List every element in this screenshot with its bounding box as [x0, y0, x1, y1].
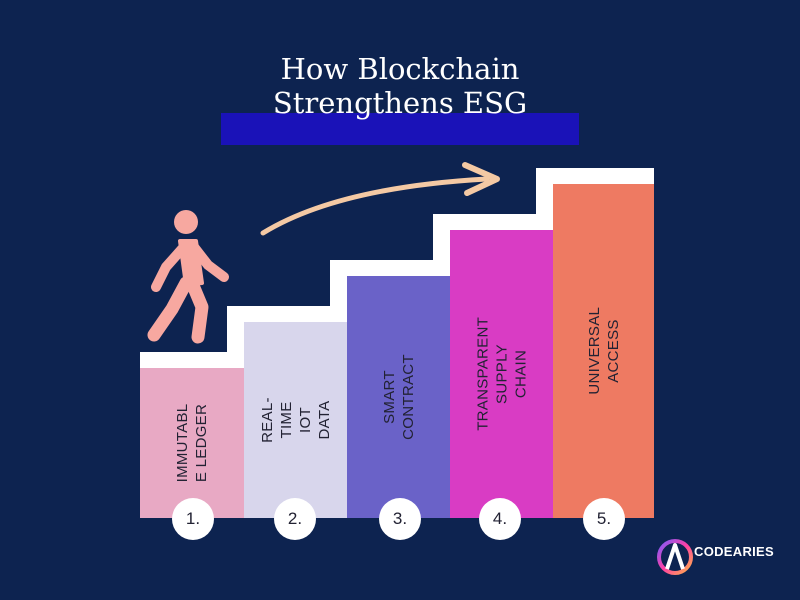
- step-4-number: 4.: [479, 498, 521, 540]
- step-1-number: 1.: [172, 498, 214, 540]
- step-3-number: 3.: [379, 498, 421, 540]
- step-4-cap-riser: [433, 214, 450, 276]
- step-5-cap: [536, 168, 654, 184]
- step-3-cap: [330, 260, 450, 276]
- step-2-number: 2.: [274, 498, 316, 540]
- brand-name: CODEARIES: [694, 544, 774, 559]
- title-line-2: Strengthens ESG: [272, 86, 528, 120]
- step-5: UNIVERSAL ACCESS: [553, 184, 654, 518]
- title-highlight-band: [221, 113, 579, 145]
- step-1-cap: [140, 352, 244, 368]
- step-3-cap-riser: [330, 260, 347, 322]
- step-5-cap-riser: [536, 168, 553, 230]
- step-3: SMART CONTRACT: [347, 276, 450, 518]
- curved-arrow-icon: [260, 162, 500, 236]
- step-4-cap: [433, 214, 553, 230]
- step-2-cap-riser: [227, 306, 244, 368]
- codearies-logo-icon: [657, 539, 693, 575]
- title-line-1: How Blockchain: [280, 52, 520, 86]
- walking-person-icon: [147, 210, 229, 344]
- step-2-cap: [227, 306, 347, 322]
- page-title: How Blockchain Strengthens ESG: [150, 52, 650, 120]
- step-5-label: UNIVERSAL ACCESS: [585, 306, 622, 395]
- step-5-number: 5.: [583, 498, 625, 540]
- step-3-label: SMART CONTRACT: [380, 354, 417, 440]
